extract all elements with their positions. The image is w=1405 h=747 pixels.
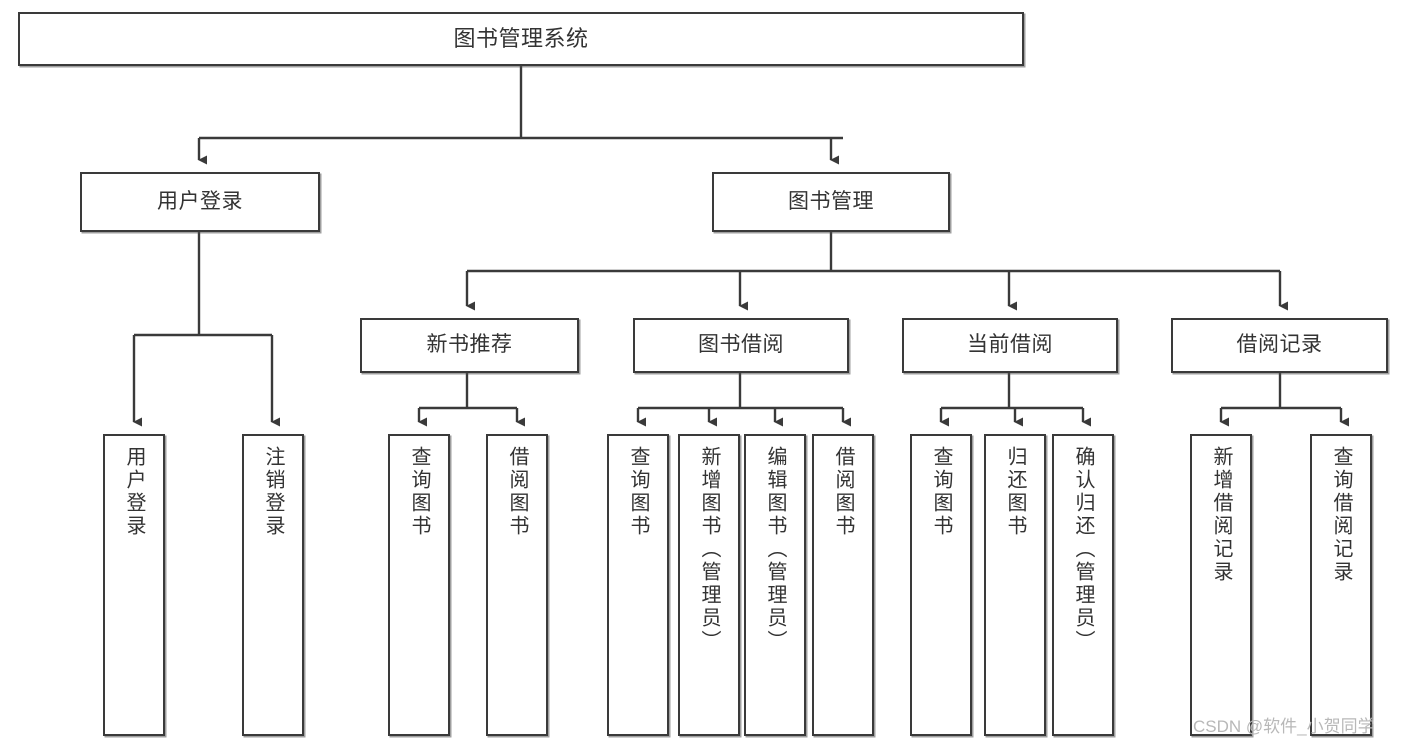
leaf-query-book-1[interactable]: 查询图书 <box>388 434 450 736</box>
leaf-query-book-2-label: 查询图书 <box>627 446 649 538</box>
node-root-label: 图书管理系统 <box>453 26 589 52</box>
node-book-borrow-label: 图书借阅 <box>698 333 784 357</box>
node-borrow-record-label: 借阅记录 <box>1236 333 1323 357</box>
leaf-query-record-label: 查询借阅记录 <box>1330 446 1352 584</box>
csdn-watermark: CSDN @软件_小贺同学 <box>1193 717 1375 736</box>
node-new-book-recommend[interactable]: 新书推荐 <box>360 318 579 373</box>
leaf-query-book-3[interactable]: 查询图书 <box>910 434 972 736</box>
leaf-confirm-return-label: 确认归还（管理员） <box>1072 446 1094 653</box>
node-user-login-label: 用户登录 <box>157 189 243 213</box>
leaf-borrow-book-2-label: 借阅图书 <box>832 446 854 538</box>
node-book-manage[interactable]: 图书管理 <box>712 172 950 232</box>
leaf-query-book-3-label: 查询图书 <box>930 446 952 538</box>
leaf-edit-book-label: 编辑图书（管理员） <box>764 446 786 653</box>
node-book-borrow[interactable]: 图书借阅 <box>633 318 849 373</box>
node-current-borrow[interactable]: 当前借阅 <box>902 318 1118 373</box>
leaf-borrow-book-2[interactable]: 借阅图书 <box>812 434 874 736</box>
leaf-borrow-book-1[interactable]: 借阅图书 <box>486 434 548 736</box>
leaf-logout[interactable]: 注销登录 <box>242 434 304 736</box>
node-user-login[interactable]: 用户登录 <box>80 172 320 232</box>
leaf-borrow-book-1-label: 借阅图书 <box>506 446 528 538</box>
leaf-logout-label: 注销登录 <box>262 446 284 538</box>
node-book-manage-label: 图书管理 <box>788 189 874 213</box>
leaf-edit-book[interactable]: 编辑图书（管理员） <box>744 434 806 736</box>
node-current-borrow-label: 当前借阅 <box>967 333 1053 357</box>
leaf-add-book[interactable]: 新增图书（管理员） <box>678 434 740 736</box>
leaf-confirm-return[interactable]: 确认归还（管理员） <box>1052 434 1114 736</box>
node-root[interactable]: 图书管理系统 <box>18 12 1024 66</box>
leaf-add-book-label: 新增图书（管理员） <box>698 446 720 653</box>
leaf-query-record[interactable]: 查询借阅记录 <box>1310 434 1372 736</box>
leaf-query-book-1-label: 查询图书 <box>408 446 430 538</box>
leaf-return-book[interactable]: 归还图书 <box>984 434 1046 736</box>
leaf-add-record-label: 新增借阅记录 <box>1210 446 1232 584</box>
node-borrow-record[interactable]: 借阅记录 <box>1171 318 1388 373</box>
leaf-query-book-2[interactable]: 查询图书 <box>607 434 669 736</box>
leaf-return-book-label: 归还图书 <box>1004 446 1026 538</box>
leaf-user-login[interactable]: 用户登录 <box>103 434 165 736</box>
leaf-user-login-label: 用户登录 <box>123 446 145 538</box>
leaf-add-record[interactable]: 新增借阅记录 <box>1190 434 1252 736</box>
node-new-book-recommend-label: 新书推荐 <box>426 333 513 357</box>
